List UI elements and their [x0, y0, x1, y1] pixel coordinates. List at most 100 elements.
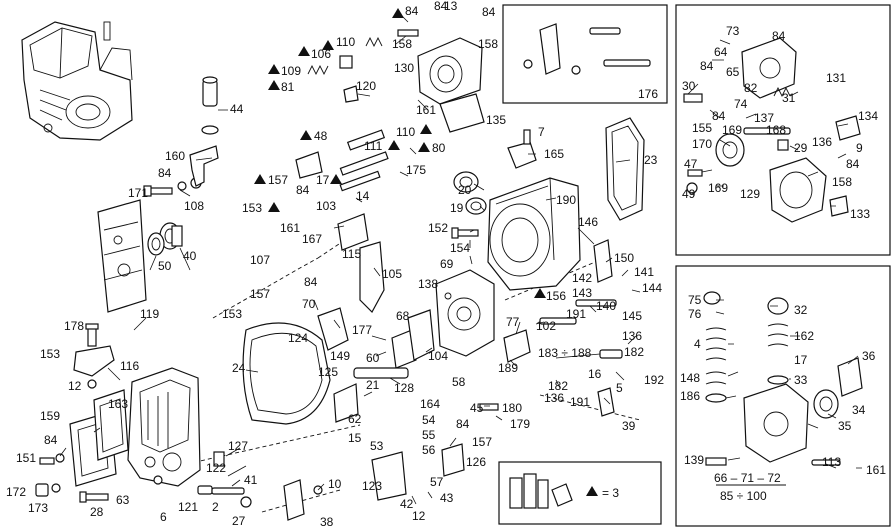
- label-40: 40: [183, 249, 197, 263]
- label-21: 21: [366, 378, 380, 392]
- label-159: 159: [40, 409, 60, 423]
- cover-176-parts: [523, 23, 651, 75]
- label-106: 106: [311, 47, 331, 61]
- label-153c: 153: [222, 307, 242, 321]
- label-19: 19: [450, 201, 464, 215]
- label-173: 173: [28, 501, 48, 515]
- label-110a: 110: [336, 35, 355, 49]
- label-122: 122: [206, 461, 226, 475]
- spacer-183: [599, 349, 623, 359]
- label-38: 38: [320, 515, 334, 529]
- bolt-28: [79, 491, 109, 503]
- label-36: 36: [862, 349, 876, 363]
- screw-127: [213, 451, 225, 467]
- pin-113: [811, 459, 841, 466]
- plug-172: [35, 483, 61, 497]
- label-49: 49: [682, 187, 696, 201]
- label-32: 32: [794, 303, 808, 317]
- assembled-pump-illustration: [21, 21, 133, 141]
- label-102: 102: [536, 319, 556, 333]
- label-162: 162: [794, 329, 814, 343]
- label-13: 13: [444, 0, 458, 13]
- label-177: 177: [352, 323, 372, 337]
- label-84j: 84: [700, 59, 714, 73]
- label-138: 138: [418, 277, 438, 291]
- label-107: 107: [250, 253, 270, 267]
- label-191a: 191: [566, 307, 586, 321]
- label-80: 80: [432, 141, 446, 155]
- label-172: 172: [6, 485, 26, 499]
- pump-housing-190: [487, 177, 581, 291]
- seal-34: [813, 389, 839, 419]
- mark-triangle-156: [534, 288, 546, 298]
- mark-triangle-106: [298, 46, 310, 56]
- label-65: 65: [726, 65, 740, 79]
- label-81: 81: [281, 80, 295, 94]
- bracket-116: [73, 345, 115, 377]
- bolt-45: [479, 403, 499, 411]
- label-27: 27: [232, 514, 246, 528]
- label-105: 105: [382, 267, 402, 281]
- label-123: 123: [362, 479, 382, 493]
- nut-106: [339, 55, 353, 69]
- label-157a: 157: [268, 173, 288, 187]
- label-164: 164: [420, 397, 440, 411]
- fitting-134: [835, 115, 861, 141]
- label-161a: 161: [416, 103, 436, 117]
- label-160: 160: [165, 149, 185, 163]
- housing-138: [435, 269, 495, 357]
- label-116: 116: [120, 359, 139, 373]
- disc-170: [715, 133, 745, 167]
- label-77: 77: [506, 315, 520, 329]
- label-157c: 157: [472, 435, 492, 449]
- label-6: 6: [160, 510, 167, 524]
- label-43: 43: [440, 491, 454, 505]
- label-35: 35: [838, 419, 852, 433]
- label-141: 141: [634, 265, 654, 279]
- label-68: 68: [396, 309, 410, 323]
- lever-5: [597, 387, 615, 417]
- bolt-30: [683, 93, 703, 103]
- label-135: 135: [486, 113, 506, 127]
- label-168: 168: [766, 123, 786, 137]
- bolt-171: [143, 185, 173, 197]
- label-104: 104: [428, 349, 448, 363]
- spring-162: [767, 323, 789, 347]
- label-103: 103: [316, 199, 336, 213]
- label-183-188: 183 ÷ 188: [538, 346, 592, 360]
- washer-186: [705, 393, 727, 403]
- lever-17: [295, 151, 323, 179]
- label-69: 69: [440, 257, 454, 271]
- dashed-outline-39: [539, 394, 641, 421]
- label-186: 186: [680, 389, 700, 403]
- label-45: 45: [470, 401, 484, 415]
- label-176: 176: [638, 87, 658, 101]
- label-127: 127: [228, 439, 248, 453]
- label-150: 150: [614, 251, 634, 265]
- label-146: 146: [578, 215, 598, 229]
- shaft-111: [339, 151, 389, 176]
- label-111: 111: [364, 139, 383, 153]
- dashed-outline-main: [317, 239, 346, 259]
- label-84a: 84: [158, 166, 172, 180]
- label-20: 20: [458, 183, 472, 197]
- label-60: 60: [366, 351, 380, 365]
- label-54: 54: [422, 413, 436, 427]
- plunger-158: [397, 29, 419, 37]
- label-163: 163: [108, 397, 128, 411]
- shaft-128: [353, 367, 409, 379]
- rod-48: [346, 129, 386, 151]
- label-10: 10: [328, 477, 342, 491]
- nut-49: [686, 182, 698, 194]
- label-53: 53: [370, 439, 384, 453]
- label-182b: 182: [548, 379, 568, 393]
- label-34: 34: [852, 403, 866, 417]
- label-179: 179: [510, 417, 530, 431]
- lever-105: [359, 241, 385, 313]
- ring-50: [147, 232, 165, 256]
- label-12b: 12: [412, 509, 426, 523]
- label-57: 57: [430, 475, 444, 489]
- label-126: 126: [466, 455, 486, 469]
- mark-triangle-153: [268, 202, 280, 212]
- mark-triangle-109: [268, 64, 280, 74]
